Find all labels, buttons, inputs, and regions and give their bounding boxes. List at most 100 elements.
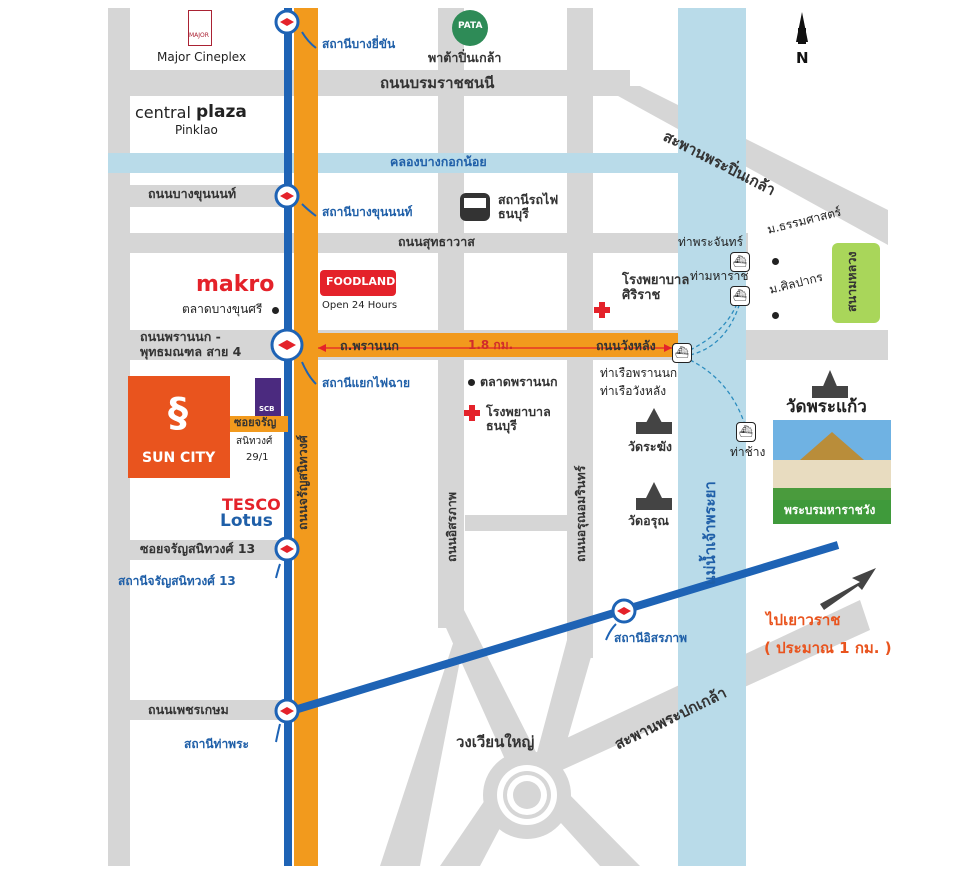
- mrt-line-diagonal: [286, 541, 840, 716]
- road-label-pranok-a: ถนนพรานนก -: [140, 329, 221, 344]
- foodland-logo-text: FOODLAND: [326, 275, 396, 288]
- road-pranok-orange: [300, 333, 678, 357]
- soi-charan-tag-text: ซอยจรัญ: [234, 416, 277, 429]
- distance-arrow-right: [664, 344, 672, 352]
- landmark-bangkhunsri-market: ตลาดบางขุนศรี: [182, 302, 263, 316]
- pranok-market-dot: [468, 379, 475, 386]
- road-bangkhunnon: [108, 185, 288, 207]
- river-chao-phraya: [678, 8, 746, 866]
- boat-icon-maharaj: ⛴: [730, 286, 750, 306]
- station-label-itsaraphap: สถานีอิสรภาพ: [614, 631, 688, 645]
- suncity-s-icon: §: [168, 390, 188, 436]
- central-logo-a: central: [135, 103, 191, 122]
- canal-bangkoknoi: [108, 153, 680, 173]
- station-pointers: [275, 31, 617, 743]
- landmark-roundabout: วงเวียนใหญ่: [456, 733, 535, 751]
- north-arrow-shaft: [798, 28, 806, 44]
- road-label-charansanitwong: ถนนจรัญสนิทวงศ์: [295, 435, 310, 530]
- road-university: [748, 330, 888, 360]
- pata-logo: PATA: [452, 10, 488, 46]
- road-label-phetkasem: ถนนเพชรเกษม: [148, 702, 229, 717]
- road-label-pranok: ถ.พรานนก: [340, 338, 399, 353]
- foodland-logo: FOODLAND: [320, 270, 396, 296]
- landmark-wat-phrakaew: วัดพระแก้ว: [786, 397, 867, 417]
- scb-logo: SCB: [255, 378, 281, 418]
- road-phetkasem: [108, 700, 288, 720]
- pier-label-phra-chan: ท่าพระจันทร์: [678, 235, 744, 249]
- yaowarat-arrow: [820, 568, 876, 610]
- hospital-icon-thonburi: [464, 405, 480, 421]
- silpakorn-dot: [772, 312, 779, 319]
- grand-palace-caption-bg: [773, 500, 891, 524]
- landmark-major: Major Cineplex: [157, 50, 247, 64]
- station-label-bang-yi-khan: สถานีบางยี่ขัน: [322, 37, 396, 51]
- thammasat-dot: [772, 258, 779, 265]
- road-label-itsaraphap: ถนนอิสรภาพ: [444, 491, 459, 562]
- pier-label-wang-lang-a: ท่าเรือพรานนก: [600, 366, 678, 380]
- landmark-pranok-market: ตลาดพรานนก: [480, 374, 558, 389]
- central-logo-c: Pinklao: [175, 123, 218, 137]
- major-logo-text: MAJOR: [189, 32, 209, 39]
- central-logo-b: plaza: [196, 102, 247, 122]
- landmark-yaowarat: ไปเยาวราช: [766, 611, 841, 629]
- landmark-yaowarat-distance: ( ประมาณ 1 กม. ): [764, 639, 892, 657]
- landmark-pata: พาต้าปิ่นเกล้า: [428, 50, 502, 65]
- station-label-tha-phra: สถานีท่าพระ: [184, 737, 249, 751]
- distance-arrow-left: [318, 344, 326, 352]
- soi-charan-c: 29/1: [246, 452, 269, 463]
- station-label-bang-khun-non: สถานีบางขุนนนท์: [322, 205, 413, 219]
- road-diag-right: [535, 640, 593, 765]
- road-label-borommaratchachonnani: ถนนบรมราชชนนี: [380, 74, 495, 92]
- road-mid-diag: [380, 610, 464, 866]
- bangkhunsri-market-dot: [272, 307, 279, 314]
- landmark-wat-rakang: วัดระฆัง: [628, 439, 672, 454]
- boat-icon-phra-chan: ⛴: [730, 252, 750, 272]
- landmark-siriraj: โรงพยาบาล ศิริราช: [622, 273, 690, 303]
- sanam-luang-park: [832, 243, 880, 323]
- makro-logo: makro: [196, 272, 275, 297]
- road-charansanitwong-orange: [294, 8, 318, 866]
- suncity-label: SUN CITY: [142, 450, 216, 466]
- river-label-chao-phraya: แม่น้ำเจ้าพระยา: [701, 481, 719, 585]
- road-itsaraphap-cross: [465, 515, 575, 531]
- boat-icon-wang-lang: ⛴: [672, 343, 692, 363]
- pata-logo-text: PATA: [458, 21, 483, 31]
- north-label: N: [796, 49, 809, 67]
- hospital-icon-siriraj: [594, 302, 610, 318]
- major-logo: MAJOR: [188, 10, 212, 46]
- road-label-wanglang: ถนนวังหลัง: [596, 338, 656, 353]
- road-soi-charan: [108, 540, 288, 560]
- road-borommaratchachonnani: [108, 70, 630, 96]
- roundabout-symbol: [483, 751, 571, 839]
- soi-charan-tag: ซอยจรัญ: [230, 416, 288, 432]
- station-label-yaek-fai-chai: สถานีแยกไฟฉาย: [322, 376, 411, 390]
- road-label-charan-13: ซอยจรัญสนิทวงศ์ 13: [140, 541, 256, 556]
- foodland-subtitle: Open 24 Hours: [322, 300, 398, 311]
- road-label-arun-amarin: ถนนอรุณอมรินทร์: [573, 465, 588, 562]
- station-markers: [270, 9, 637, 724]
- station-label-charan-13: สถานีจรัญสนิทวงศ์ 13: [118, 574, 236, 588]
- landmark-sanam-luang: สนามหลวง: [844, 251, 859, 312]
- pier-label-maharaj: ท่ามหาราช: [690, 269, 749, 283]
- road-label-pranok-b: พุทธมณฑล สาย 4: [140, 344, 242, 359]
- pier-label-tha-chang: ท่าช้าง: [730, 445, 766, 459]
- suncity-logo: § SUN CITY: [128, 376, 230, 478]
- road-diag-left: [438, 610, 540, 775]
- pier-label-wang-lang-b: ท่าเรือวังหลัง: [600, 384, 667, 398]
- scb-logo-text: SCB: [259, 405, 275, 413]
- landmark-thonburi-hospital: โรงพยาบาล ธนบุรี: [486, 404, 551, 434]
- soi-charan-b: สนิทวงศ์: [236, 436, 273, 447]
- boat-icon-tha-chang: ⛴: [736, 422, 756, 442]
- landmark-wat-arun: วัดอรุณ: [628, 513, 669, 528]
- temple-icon: [636, 370, 848, 510]
- lotus-logo: Lotus: [220, 511, 273, 531]
- tesco-logo: TESCO: [222, 495, 281, 514]
- road-left-vertical: [108, 8, 130, 866]
- landmark-train-station: สถานีรถไฟ ธนบุรี: [498, 192, 559, 222]
- landmark-grand-palace: พระบรมหาราชวัง: [784, 503, 876, 517]
- canal-label-bangkoknoi: คลองบางกอกน้อย: [390, 154, 487, 169]
- road-label-sutthawat: ถนนสุทธาวาส: [398, 234, 475, 249]
- distance-label: 1.8 กม.: [468, 338, 514, 352]
- road-mid-vertical: [438, 8, 464, 628]
